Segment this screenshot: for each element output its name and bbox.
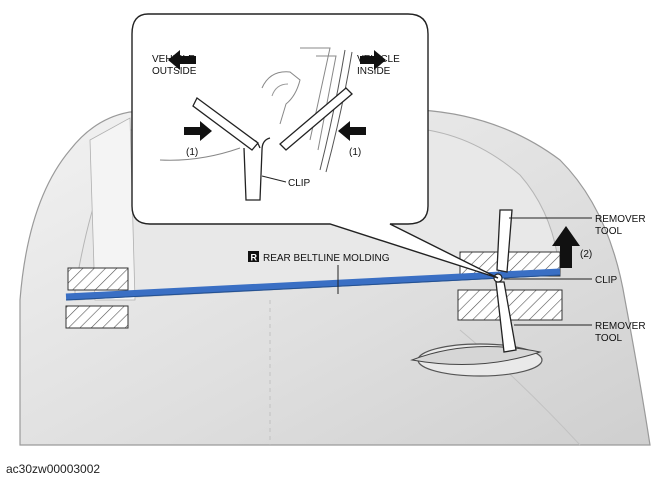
step-2-label: (2) [580, 249, 592, 260]
vehicle-inside-line2: INSIDE [357, 66, 391, 77]
arrow-up-icon [552, 226, 580, 268]
remover-tool-lower [495, 281, 517, 353]
vehicle-outside-line1: VEHICLE [152, 54, 195, 65]
figure-code: ac30zw00003002 [6, 462, 101, 476]
part-name-label: REAR BELTLINE MOLDING [263, 253, 390, 264]
remover-tool-top-line2: TOOL [595, 226, 622, 237]
arrow-left-icon [338, 121, 366, 141]
remover-tool-top-line1: REMOVER [595, 214, 646, 225]
tape-left-lower [65, 305, 129, 329]
arrow-right-icon [184, 121, 212, 141]
remover-tool-upper [496, 209, 513, 273]
part-badge: R [251, 253, 258, 263]
part-badge-box [248, 251, 259, 262]
rear-beltline-molding [65, 268, 561, 301]
callout-clip-label: CLIP [288, 178, 311, 189]
remover-tool-bottom-line1: REMOVER [595, 321, 646, 332]
clip-detail-drawing [159, 47, 353, 201]
arrow-right-icon [360, 50, 386, 70]
step-1-left-label: (1) [186, 147, 198, 158]
remover-tool-bottom-line2: TOOL [595, 333, 622, 344]
clip-label: CLIP [595, 275, 618, 286]
tape-left-upper [67, 267, 129, 291]
step-1-right-label: (1) [349, 147, 361, 158]
callout-bubble [131, 13, 499, 279]
vehicle-inside-line1: VEHICLE [357, 54, 400, 65]
vehicle-outside-line2: OUTSIDE [152, 66, 197, 77]
arrow-left-icon [168, 50, 196, 70]
